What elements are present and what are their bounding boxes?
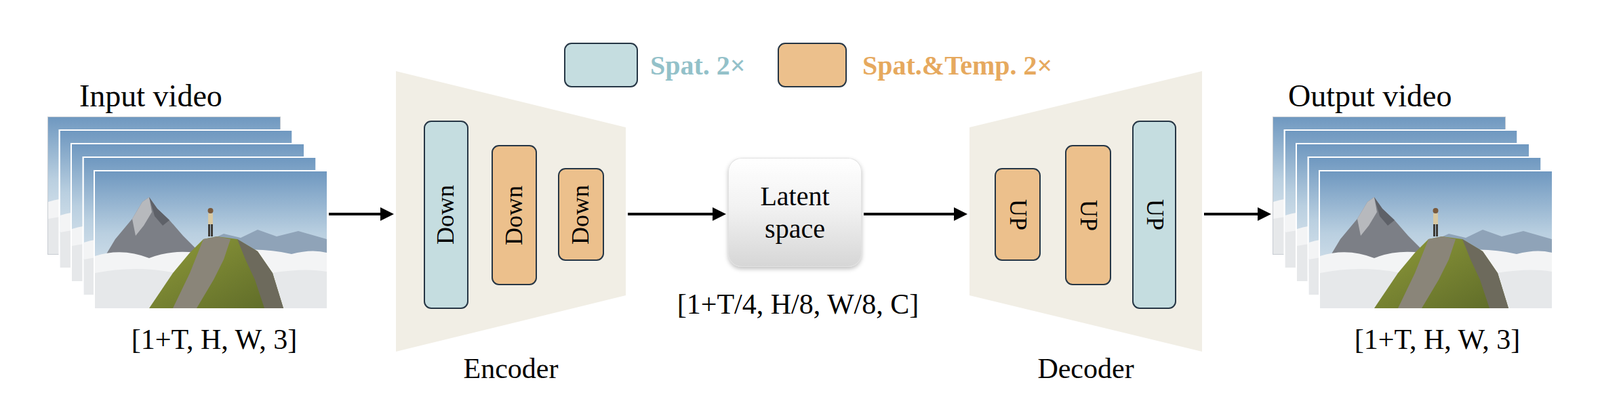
connector-line <box>627 212 714 216</box>
down-block: Down <box>423 120 469 310</box>
encoder: EncoderDownDownDown <box>395 71 626 352</box>
up-block: UP <box>994 168 1041 262</box>
video-frame <box>94 171 327 309</box>
arrow-head <box>380 207 394 222</box>
node-text: Down <box>432 185 460 245</box>
connector-line <box>328 212 382 216</box>
node-text: Latent space <box>739 180 851 246</box>
output-video: Output video <box>1273 77 1554 312</box>
connector-arrow <box>1204 207 1272 222</box>
legend-swatch <box>564 42 638 88</box>
up-block: UP <box>1132 120 1177 310</box>
legend-text: Spat.&Temp. 2× <box>862 50 1053 81</box>
legend-swatch <box>777 42 847 88</box>
decoder: DecoderUPUPUP <box>969 71 1203 352</box>
node-text: Decoder <box>1037 353 1134 385</box>
legend-text: Spat. 2× <box>650 50 746 81</box>
connector-arrow <box>863 207 968 222</box>
dimension-label: [1+T, H, W, 3] <box>131 324 298 356</box>
output-frame-stack <box>1272 116 1554 310</box>
dimension-label: [1+T/4, H/8, W/8, C] <box>677 288 920 320</box>
arrow-head <box>1257 207 1272 222</box>
node-text: UP <box>1141 199 1169 231</box>
video-frame <box>1320 171 1552 309</box>
trapezoid-shape <box>969 71 1203 352</box>
node-text: UP <box>1004 198 1032 230</box>
dimension-label: [1+T, H, W, 3] <box>1354 324 1521 356</box>
node-text: Down <box>567 185 595 245</box>
up-block: UP <box>1065 145 1112 286</box>
node-text: Input video <box>79 79 223 114</box>
input-video: Input video <box>48 77 327 312</box>
node-text: Output video <box>1288 79 1452 114</box>
connector-arrow <box>627 207 727 222</box>
input-frame-stack <box>47 116 329 310</box>
node-text: Encoder <box>463 353 559 385</box>
down-block: Down <box>491 145 537 286</box>
latent-box: Latent space <box>728 157 862 268</box>
trapezoid-shape <box>395 71 626 352</box>
connector-line <box>1204 212 1259 216</box>
arrow-head <box>953 207 968 222</box>
connector-arrow <box>328 207 394 222</box>
connector-line <box>863 212 956 216</box>
node-text: UP <box>1074 199 1102 231</box>
node-text: Down <box>501 185 529 246</box>
arrow-head <box>712 207 727 222</box>
down-block: Down <box>557 168 605 262</box>
